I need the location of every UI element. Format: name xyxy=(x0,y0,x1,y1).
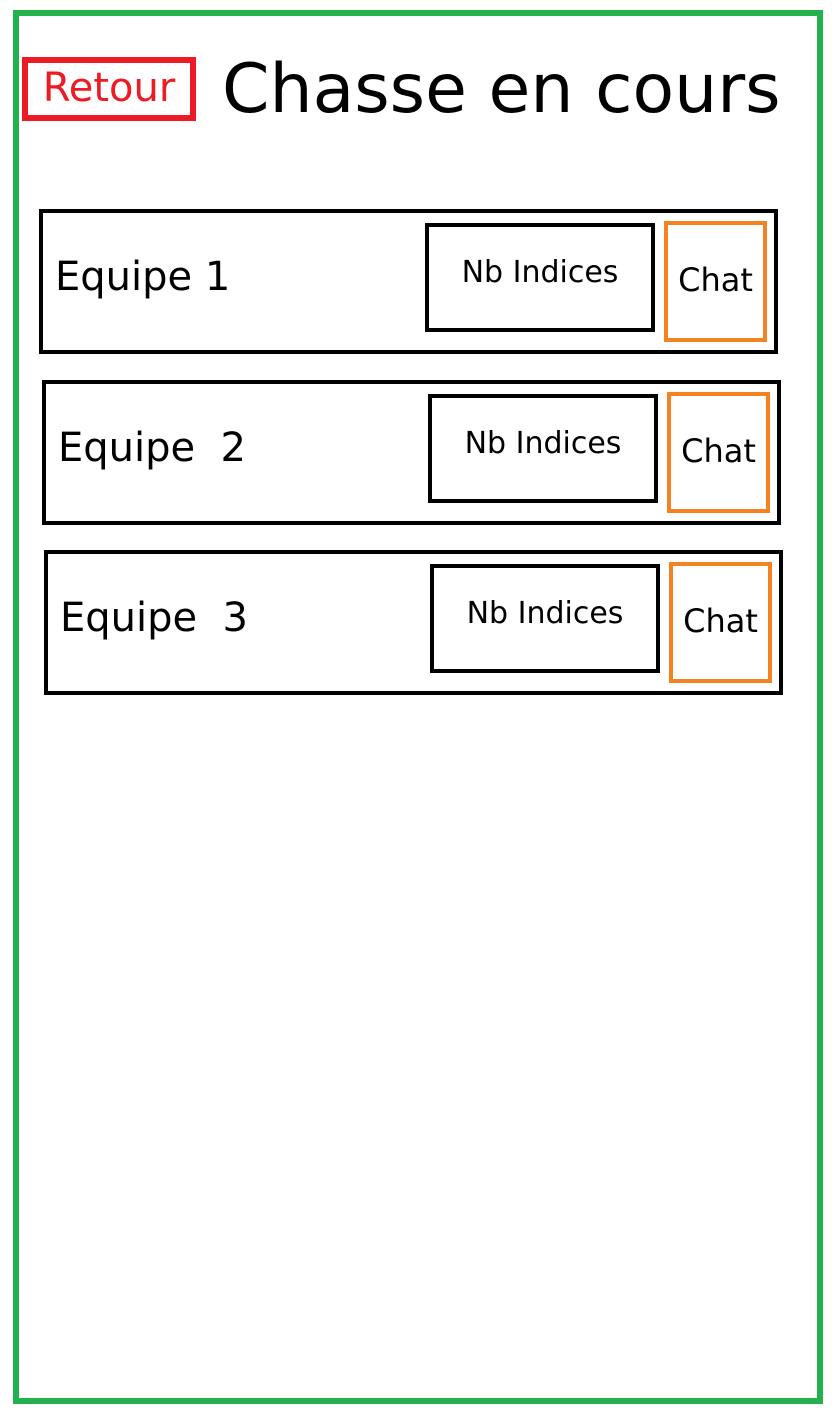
team-card-2: Equipe 2 Nb Indices Chat xyxy=(42,380,781,525)
chat-button[interactable]: Chat xyxy=(667,392,770,513)
team-name: Equipe 1 xyxy=(55,254,231,300)
team-name: Equipe 3 xyxy=(60,595,249,641)
team-card-3: Equipe 3 Nb Indices Chat xyxy=(44,550,783,695)
chat-button[interactable]: Chat xyxy=(664,221,767,342)
hints-count-box: Nb Indices xyxy=(430,564,660,673)
screen-frame xyxy=(13,10,823,1404)
back-button[interactable]: Retour xyxy=(22,57,196,121)
page-title: Chasse en cours xyxy=(222,50,781,129)
chat-button[interactable]: Chat xyxy=(669,562,772,683)
hints-count-box: Nb Indices xyxy=(428,394,658,503)
hints-count-box: Nb Indices xyxy=(425,223,655,332)
team-name: Equipe 2 xyxy=(58,425,247,471)
team-card-1: Equipe 1 Nb Indices Chat xyxy=(39,209,778,354)
